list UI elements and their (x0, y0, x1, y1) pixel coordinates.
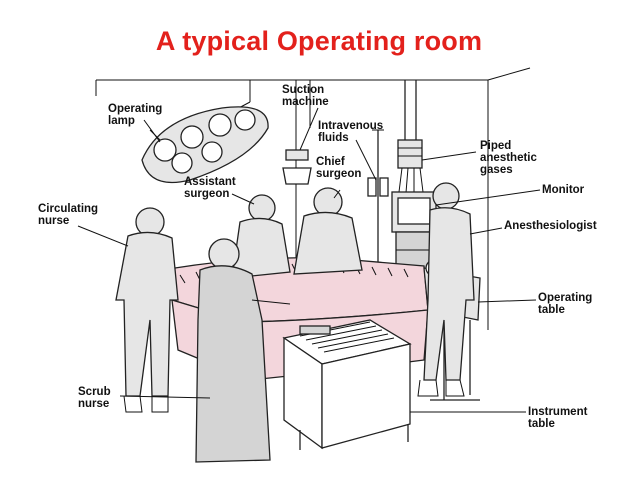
page-title: A typical Operating room (155, 26, 483, 56)
label-operating-table: Operating table (538, 292, 593, 316)
label-anesthesiologist: Anesthesiologist (504, 220, 597, 232)
room-walls (95, 67, 531, 330)
label-piped-anesthetic-gases: Piped anesthetic gases (480, 140, 537, 176)
label-assistant-surgeon: Assistant surgeon (184, 176, 236, 200)
label-scrub-nurse: Scrub nurse (78, 386, 111, 410)
label-instrument-table: Instrument table (528, 406, 588, 430)
circulating-nurse-figure (115, 207, 179, 413)
instrument-table (282, 319, 412, 450)
piped-anesthetic-gases (397, 80, 425, 206)
label-suction-machine: Suction machine (282, 84, 329, 108)
suction-machine (282, 80, 312, 260)
label-circulating-nurse: Circulating nurse (38, 203, 99, 227)
label-intravenous-fluids: Intravenous fluids (318, 120, 384, 144)
label-operating-lamp: Operating lamp (108, 103, 163, 127)
chief-surgeon-figure (293, 187, 363, 275)
label-chief-surgeon: Chief surgeon (316, 156, 362, 180)
scrub-nurse-figure (195, 238, 291, 463)
callout-lines (77, 107, 541, 413)
assistant-surgeon-figure (231, 194, 291, 279)
label-monitor: Monitor (542, 184, 585, 196)
operating-lamp (141, 80, 269, 184)
